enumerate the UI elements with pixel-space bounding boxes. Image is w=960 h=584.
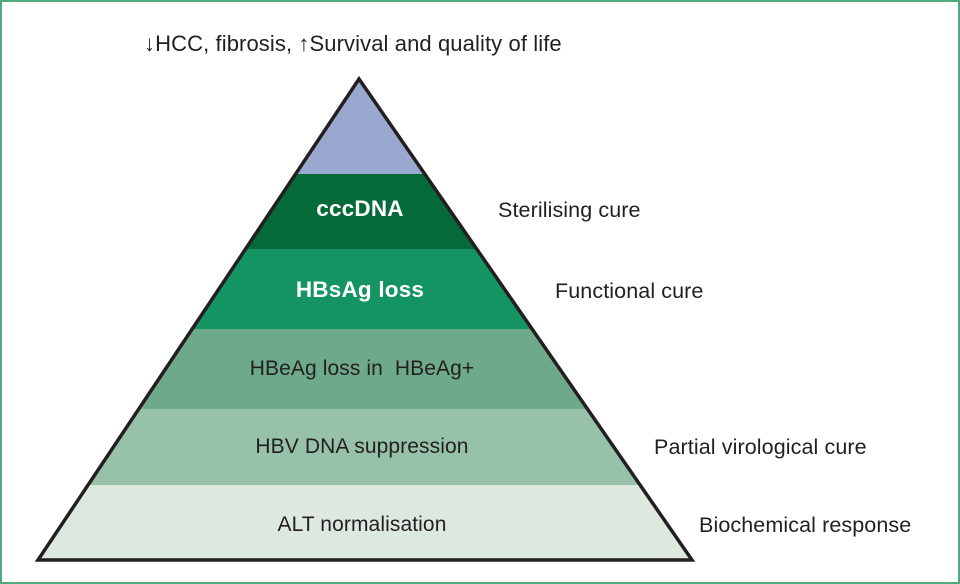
band-hbv-dna-suppression xyxy=(38,409,692,486)
tier-label-hbv-dna-suppression: HBV DNA suppression xyxy=(255,435,469,458)
band-hbsag-loss xyxy=(38,249,692,330)
top-caption: ↓HCC, fibrosis, ↑Survival and quality of… xyxy=(144,31,562,56)
tier-label-hbeag-loss: HBeAg loss in HBeAg+ xyxy=(249,357,475,380)
pyramid-bands xyxy=(38,79,692,560)
side-label-functional-cure: Functional cure xyxy=(555,279,704,303)
band-alt-normalisation xyxy=(38,485,692,560)
side-label-partial-virological-cure: Partial virological cure xyxy=(654,435,867,459)
pyramid-outline xyxy=(34,75,696,562)
tier-label-cccdna: cccDNA xyxy=(316,196,404,221)
tier-label-alt-normalisation: ALT normalisation xyxy=(277,513,447,536)
tier-label-hbsag-loss: HBsAg loss xyxy=(295,277,425,302)
side-label-biochemical-response: Biochemical response xyxy=(699,513,912,537)
band-apex-outcome xyxy=(38,79,692,175)
band-cccdna xyxy=(38,174,692,250)
side-label-sterilising-cure: Sterilising cure xyxy=(498,198,641,222)
